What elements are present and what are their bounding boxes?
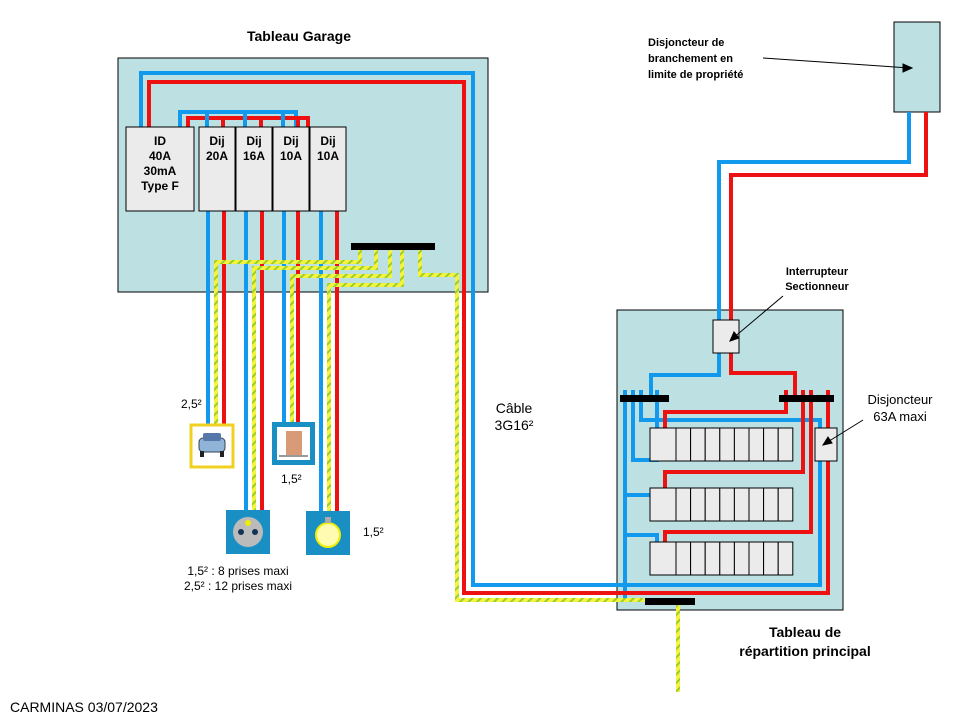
- module-slot: [777, 427, 794, 462]
- svg-text:Câble: Câble: [496, 400, 533, 416]
- module-slot: [733, 541, 750, 576]
- svg-text:branchement en: branchement en: [648, 53, 733, 65]
- breaker-label: Dij: [246, 134, 261, 148]
- main-phase-bar: [779, 395, 834, 402]
- main-neutral-from-switch: [649, 352, 721, 400]
- garage-earth-bar: [351, 243, 435, 250]
- section-light: 1,5²: [363, 525, 384, 539]
- svg-text:Disjoncteur de: Disjoncteur de: [648, 37, 724, 49]
- main-neutral-bar: [620, 395, 669, 402]
- breaker-label: 10A: [317, 149, 339, 163]
- breaker-label: ID: [154, 134, 166, 148]
- module-slot: [777, 541, 794, 576]
- module-slot: [748, 541, 765, 576]
- main-earth-bar: [645, 598, 695, 605]
- breaker-label: 30mA: [144, 164, 177, 178]
- module-slot: [719, 427, 735, 462]
- svg-text:Sectionneur: Sectionneur: [785, 281, 849, 293]
- section-gate: 1,5²: [281, 472, 302, 486]
- module-slot: [748, 427, 765, 462]
- car-charger-device[interactable]: [189, 423, 235, 469]
- supply-phase-wire: [729, 112, 928, 322]
- garage-feeder-phase: [147, 80, 830, 595]
- supply-neutral-wire: [717, 112, 911, 322]
- module-slot: [675, 427, 692, 462]
- module-slot: [733, 487, 750, 522]
- breaker-label: Dij: [283, 134, 298, 148]
- module-slot: [763, 427, 779, 462]
- svg-text:Disjoncteur: Disjoncteur: [867, 392, 933, 407]
- breaker-label: Dij: [320, 134, 335, 148]
- main-module-rows: [649, 427, 794, 576]
- module-slot: [690, 427, 706, 462]
- breaker-label: 40A: [149, 149, 171, 163]
- svg-text:1,5² : 8 prises maxi: 1,5² : 8 prises maxi: [187, 564, 288, 578]
- svg-text:2,5² : 12 prises maxi: 2,5² : 12 prises maxi: [184, 579, 292, 593]
- module-slot: [675, 541, 692, 576]
- module-slot: [704, 541, 721, 576]
- svg-text:63A maxi: 63A maxi: [873, 409, 927, 424]
- module-slot: [675, 487, 692, 522]
- module-slot: [748, 487, 765, 522]
- breaker-label: Type F: [141, 179, 179, 193]
- branchement-label: Disjoncteur de branchement en limite de pr…: [648, 37, 743, 81]
- module-slot: [763, 541, 779, 576]
- module-slot: [690, 487, 706, 522]
- socket-device[interactable]: [226, 510, 270, 554]
- module-slot: [690, 541, 706, 576]
- module-slot: [704, 487, 721, 522]
- earth-car: [214, 246, 362, 425]
- module-row: [649, 427, 794, 462]
- module-slot: [719, 487, 735, 522]
- svg-text:limite de propriété: limite de propriété: [648, 69, 743, 81]
- breaker-label: 16A: [243, 149, 265, 163]
- breaker-label: 20A: [206, 149, 228, 163]
- module-slot: [777, 487, 794, 522]
- tableau-principal-label: Tableau de répartition principal: [739, 624, 870, 659]
- disjoncteur63-label: Disjoncteur 63A maxi: [867, 392, 933, 424]
- breaker-label: 10A: [280, 149, 302, 163]
- light-device[interactable]: [306, 511, 350, 555]
- svg-text:3G16²: 3G16²: [495, 417, 534, 433]
- svg-text:répartition principal: répartition principal: [739, 643, 870, 659]
- module-row: [649, 541, 794, 576]
- svg-text:Tableau de: Tableau de: [769, 624, 841, 640]
- section-car: 2,5²: [181, 397, 202, 411]
- gate-motor-device[interactable]: [272, 422, 315, 465]
- module-slot: [719, 541, 735, 576]
- module-slot: [733, 427, 750, 462]
- module-slot: [704, 427, 721, 462]
- svg-text:Interrupteur: Interrupteur: [786, 266, 849, 278]
- earth-feeder: [418, 246, 645, 602]
- module-slot: [763, 487, 779, 522]
- breaker-label: Dij: [209, 134, 224, 148]
- garage-title: Tableau Garage: [247, 28, 351, 44]
- main-phase-from-switch: [729, 352, 797, 400]
- module-row: [649, 487, 794, 522]
- footer-credit: CARMINAS 03/07/2023: [10, 699, 158, 715]
- garage-feeder-neutral: [139, 71, 822, 587]
